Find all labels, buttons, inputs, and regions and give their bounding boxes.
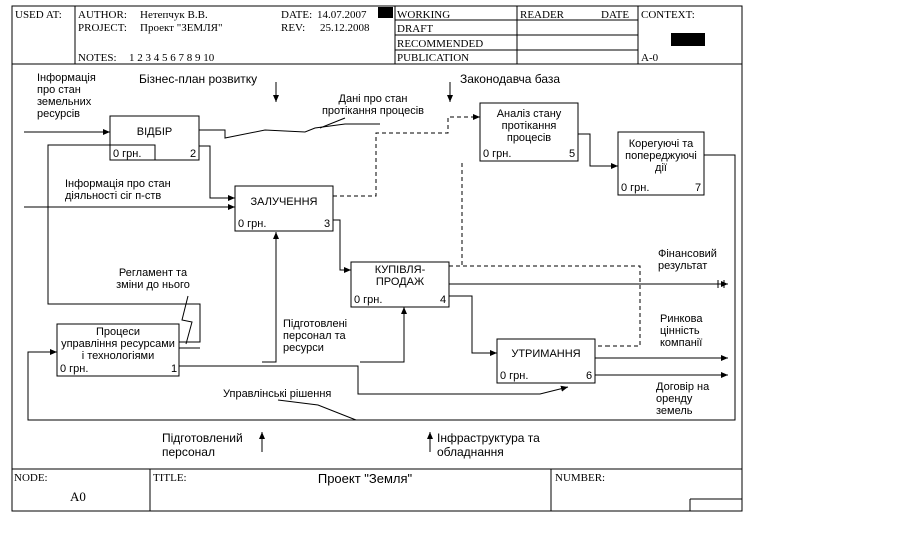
box-analiz-num: 5 — [569, 148, 576, 160]
arrow-label-market-value: Ринкова цінність компанії — [660, 313, 703, 349]
box-koreguyuchi-num: 7 — [695, 182, 702, 194]
status-working: WORKING — [397, 9, 451, 21]
title-label: TITLE: — [153, 472, 187, 484]
working-status-marker — [378, 7, 393, 18]
box-kupivlya-cost: 0 грн. — [354, 294, 383, 306]
box-analiz-label: Аналіз стану протікання процесів — [496, 108, 562, 144]
box-protsesy — [56, 323, 180, 377]
project-label: PROJECT: — [78, 22, 127, 34]
status-draft: DRAFT — [397, 23, 434, 35]
solid-arrows — [24, 82, 736, 452]
author-label: AUTHOR: — [78, 9, 127, 21]
box-utrymannya-cost: 0 грн. — [500, 370, 529, 382]
box-koreguyuchi-label: Корегуючі та попереджуючі дії — [625, 138, 697, 174]
box-protsesy-label: Процеси управління ресурсами і технологі… — [61, 326, 175, 362]
footer-frame — [11, 468, 743, 512]
notes-label: NOTES: — [78, 52, 117, 64]
arrow-label-process-data: Дані про стан протікання процесів — [321, 93, 425, 117]
box-koreguyuchi — [617, 131, 705, 196]
node-value: A0 — [70, 489, 86, 504]
arrow-label-infrastructure: Інфраструктура та обладнання — [437, 431, 540, 459]
box-zaluchennya-num: 3 — [324, 218, 331, 230]
box-kupivlya-num: 4 — [440, 294, 447, 306]
box-zaluchennya-cost: 0 грн. — [238, 218, 267, 230]
arrow-label-legislation: Законодавча база — [460, 72, 561, 86]
dashed-arrows — [333, 114, 641, 347]
notes-value: 1 2 3 4 5 6 7 8 9 10 — [129, 52, 215, 64]
context-node: A-0 — [641, 52, 659, 64]
date-label: DATE: — [281, 9, 313, 21]
box-vidbir-num: 2 — [190, 148, 197, 160]
arrow-label-lease-contract: Договір на оренду земель — [656, 381, 710, 417]
date-value: 14.07.2007 — [317, 9, 367, 21]
arrow-label-trained-staff-resources: Підготовлені персонал та ресурси — [283, 318, 348, 354]
status-recommended: RECOMMENDED — [397, 38, 484, 50]
arrow-label-regulations: Регламент та зміни до нього — [116, 267, 190, 291]
node-label: NODE: — [14, 472, 48, 484]
box-koreguyuchi-cost: 0 грн. — [621, 182, 650, 194]
box-utrymannya-label: УТРИМАННЯ — [511, 348, 581, 360]
reader-label: READER — [520, 9, 564, 21]
diagram-title: Проект "Земля" — [317, 471, 413, 486]
box-analiz-cost: 0 грн. — [483, 148, 512, 160]
arrow-label-land-info: Інформація про стан земельних ресурсів — [37, 72, 96, 120]
used-at-label: USED AT: — [15, 9, 62, 21]
box-kupivlya-label: КУПІВЛЯ- ПРОДАЖ — [374, 264, 426, 288]
reader-date-label: DATE — [601, 9, 630, 21]
label-squiggles — [181, 117, 357, 421]
number-label: NUMBER: — [555, 472, 606, 484]
box-kupivlya-prodazh — [350, 261, 450, 308]
box-zaluchennya — [234, 185, 334, 232]
status-publication: PUBLICATION — [397, 52, 470, 64]
rev-label: REV: — [281, 22, 306, 34]
project-value: Проект "ЗЕМЛЯ" — [140, 22, 223, 34]
activity-boxes — [56, 102, 705, 384]
context-diagram-thumbnail — [671, 33, 705, 46]
arrow-label-enterprise-info: Інформація про стан діяльності сіг п-ств — [65, 178, 171, 202]
box-vidbir-cost: 0 грн. — [113, 148, 142, 160]
arrow-label-management-decisions: Управлінські рішення — [223, 388, 332, 400]
arrow-label-financial-result: Фінансовий результат — [658, 248, 717, 272]
context-label: CONTEXT: — [641, 9, 695, 21]
arrow-label-business-plan: Бізнес-план розвитку — [139, 72, 258, 86]
box-analiz — [479, 102, 579, 162]
box-utrymannya-num: 6 — [586, 370, 593, 382]
box-zaluchennya-label: ЗАЛУЧЕННЯ — [250, 196, 318, 208]
author-value: Нетепчук В.В. — [140, 9, 208, 21]
box-protsesy-cost: 0 грн. — [60, 363, 89, 375]
arrow-label-trained-staff: Підготовлений персонал — [162, 431, 243, 459]
box-vidbir-label: ВІДБІР — [136, 126, 173, 138]
rev-value: 25.12.2008 — [320, 22, 370, 34]
box-protsesy-num: 1 — [171, 363, 178, 375]
box-utrymannya — [496, 338, 596, 384]
